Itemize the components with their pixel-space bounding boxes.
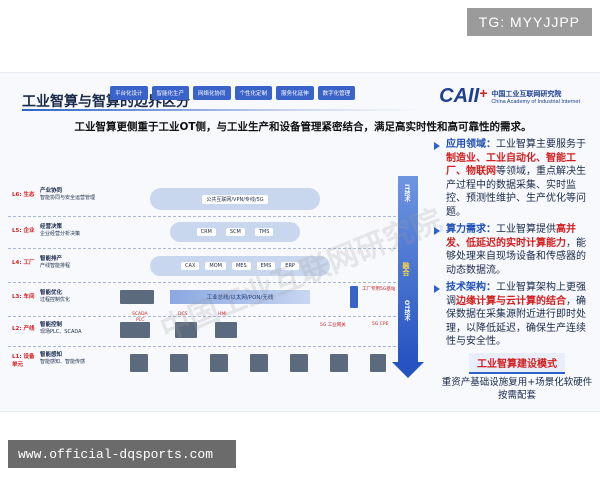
robot-icon: [210, 354, 228, 372]
layer-divider: [8, 346, 406, 348]
layer-id: L4: 工厂: [12, 260, 35, 266]
layer-id: L1: 设备单元: [12, 354, 35, 368]
layer-desc: 智能排产产线智能排程: [40, 256, 71, 270]
telegram-badge: TG: MYYJJPP: [466, 8, 592, 36]
cloud-factory: CAX MOM MES EMS ERP: [150, 256, 330, 276]
it-ot-arrow: [398, 176, 418, 364]
layer-desc: 产业协同智能协同与安全运营管理: [40, 188, 96, 202]
lead-sentence: 工业智算更侧重于工业OT侧，与工业生产和设备管理紧密结合，满足高实时性和高可靠性…: [74, 121, 532, 133]
machine-icon: [250, 354, 268, 372]
robot-icon: [330, 354, 348, 372]
scada-label: SCADA: [132, 312, 148, 317]
arrow-it-label: IT技术: [403, 184, 410, 203]
machine-icon: [170, 354, 188, 372]
network-bar: 工业总线/以太网/PON/无线: [170, 290, 310, 304]
plc-icon: [120, 322, 150, 338]
layer-divider: [8, 316, 406, 318]
layer-id: L3: 车间: [12, 294, 35, 300]
5g-tower-icon: [350, 286, 358, 308]
layer-divider: [8, 248, 406, 250]
5g-base-label: 工厂专用5G基站: [362, 287, 396, 292]
cloud-enterprise: CRM SCM TMS: [170, 222, 300, 242]
machine-icon: [290, 354, 308, 372]
5g-cpe-label: 5G CPE: [372, 322, 389, 327]
logo-en: China Academy of Industrial Internet: [491, 98, 580, 105]
arrow-head: [392, 362, 424, 378]
point-application: 应用领域：工业智算主要服务于制造业、工业自动化、智能工厂、物联网等领域，重点解决…: [434, 138, 594, 219]
layer-divider: [8, 216, 406, 218]
caii-logo: CAII+ 中国工业互联网研究院 China Academy of Indust…: [439, 85, 580, 108]
server-icon: [120, 290, 154, 304]
cmd-item: 个性化定制: [234, 86, 273, 100]
layer-desc: 经营决策企业经营分析决策: [40, 224, 81, 238]
cabinet-icon: [370, 354, 386, 372]
layer-id: L2: 产线: [12, 326, 35, 332]
command-row: 平台化设计 智能化生产 网络化协同 个性化定制 服务化延伸 数字化管理: [110, 86, 356, 100]
key-points: 应用领域：工业智算主要服务于制造业、工业自动化、智能工厂、物联网等领域，重点解决…: [434, 138, 594, 353]
logo-cn: 中国工业互联网研究院: [491, 89, 562, 98]
arrow-ot-label: OT技术: [403, 300, 410, 322]
arrow-fusion-label: 融合: [402, 262, 410, 276]
footer-url[interactable]: www.official-dqsports.com: [8, 440, 236, 468]
construction-mode: 工业智算建设模式 重资产基础设施复用+场景化软硬件按需配套: [440, 352, 594, 403]
dcs-label: DCS: [178, 312, 188, 317]
cloud-internet: 公共互联网/VPN/专线/5G: [150, 188, 320, 210]
mode-desc: 重资产基础设施复用+场景化软硬件按需配套: [441, 377, 593, 401]
layer-id: L5: 企业: [12, 228, 35, 234]
layer-desc: 智能控制现场PLC、SCADA: [40, 322, 82, 336]
mode-title: 工业智算建设模式: [469, 353, 565, 374]
hmi-icon: [215, 322, 237, 338]
point-compute: 算力需求：工业智算提供高并发、低延迟的实时计算能力，能够处理来自现场设备和传感器…: [434, 223, 594, 277]
logo-mark: CAII+: [439, 85, 488, 107]
point-architecture: 技术架构：工业智算架构上更强调边缘计算与云计算的结合，确保数据在采集源附近进行即…: [434, 281, 594, 349]
dcs-icon: [175, 322, 197, 338]
cmd-item: 数字化管理: [317, 86, 356, 100]
cmd-item: 服务化延伸: [276, 86, 314, 100]
title-underline: [22, 109, 422, 111]
cmd-item: 智能化生产: [151, 86, 190, 100]
slide-title: 工业智算与智算的边界区分: [22, 94, 190, 110]
plc-label: PLC: [136, 318, 145, 323]
layer-divider: [8, 282, 406, 284]
layer-desc: 智能优化过程控制优化: [40, 290, 71, 304]
5g-gateway-label: 5G 工业网关: [320, 323, 346, 328]
cmd-item: 平台化设计: [110, 86, 148, 100]
layer-id: L6: 生态: [12, 192, 35, 198]
layer-desc: 智能感知智能感知、智能传感: [40, 352, 86, 366]
hmi-label: HMI: [218, 312, 227, 317]
cmd-item: 网络化协同: [193, 86, 231, 100]
machine-icon: [130, 354, 148, 372]
